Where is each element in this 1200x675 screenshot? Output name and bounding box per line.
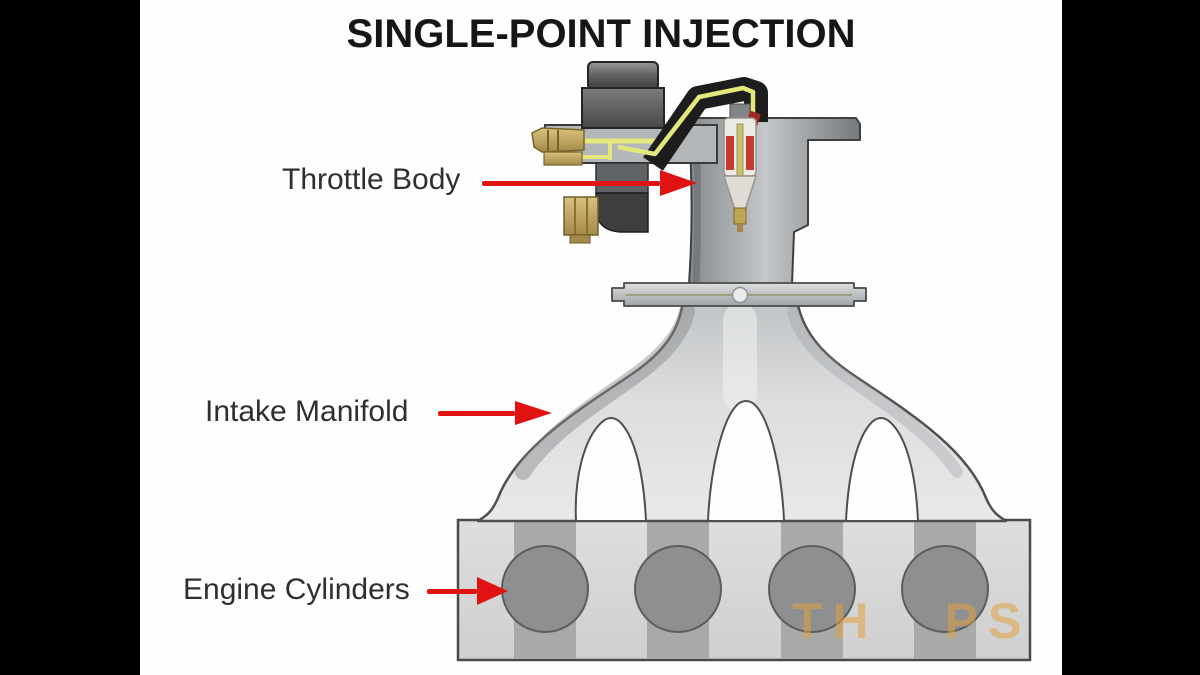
arrow-head-icon bbox=[477, 577, 508, 605]
watermark: TH PS bbox=[792, 593, 1032, 649]
diagram-title: SINGLE-POINT INJECTION bbox=[346, 12, 856, 56]
engine-block bbox=[456, 518, 1032, 662]
arrow-shaft bbox=[482, 180, 660, 186]
fuel-inlet-fitting bbox=[531, 127, 585, 166]
arrow-head-icon bbox=[660, 170, 697, 196]
runner-cutouts bbox=[574, 400, 920, 522]
arrow-head-icon bbox=[515, 401, 552, 425]
label-throttle-body: Throttle Body bbox=[282, 163, 461, 196]
throttle-body-arrow bbox=[482, 170, 697, 196]
arrow-shaft bbox=[427, 588, 477, 594]
mounting-flange bbox=[611, 282, 867, 307]
regulator-elbow bbox=[563, 192, 649, 244]
label-intake-manifold: Intake Manifold bbox=[205, 395, 409, 428]
fuel-line-bracket bbox=[617, 77, 768, 171]
label-engine-cylinders: Engine Cylinders bbox=[183, 573, 410, 606]
fuel-pressure-regulator bbox=[581, 61, 665, 194]
injection-diagram bbox=[456, 61, 1032, 662]
fuel-line bbox=[617, 85, 756, 157]
left-letterbox-bar bbox=[0, 0, 140, 675]
right-letterbox-bar bbox=[1062, 0, 1200, 675]
cylinder-bores bbox=[501, 545, 989, 633]
throttle-shaft-pivot bbox=[731, 286, 749, 304]
engine-cylinders-arrow bbox=[427, 577, 508, 605]
diagram-canvas: TH PS SINGLE-POINT INJECTION bbox=[140, 0, 1062, 675]
intake-manifold bbox=[476, 298, 1008, 523]
arrow-shaft bbox=[438, 410, 515, 416]
fuel-injector bbox=[722, 103, 761, 232]
intake-manifold-arrow bbox=[438, 401, 552, 425]
